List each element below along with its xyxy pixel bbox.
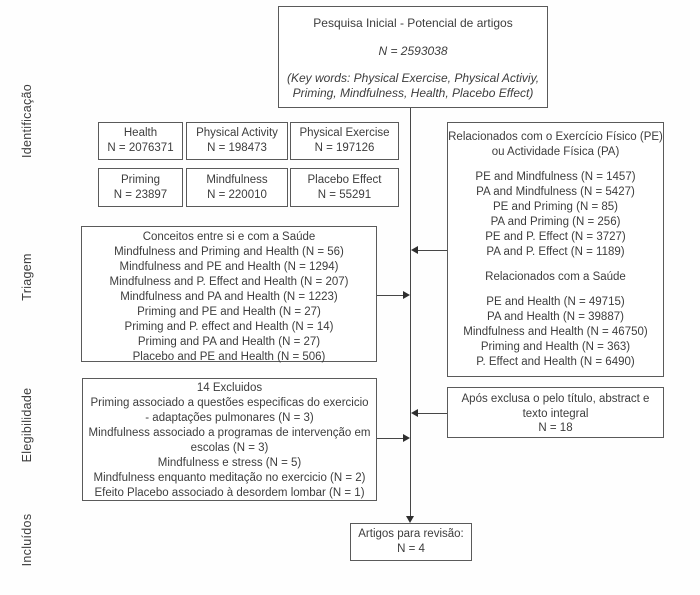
excluidos-title: 14 Excluidos (196, 382, 263, 394)
keyword-label: Priming (121, 173, 160, 186)
initial-search-box: Pesquisa Inicial - Potencial de artigos … (278, 6, 548, 108)
conceitos-saude-box: Conceitos entre si e com a Saúde Mindful… (81, 226, 377, 363)
initial-search-title: Pesquisa Inicial - Potencial de artigos (313, 16, 513, 30)
excluidos-line: Mindfulness e stress (N = 5) (157, 457, 302, 469)
conceitos-line: Priming and PE and Health (N = 27) (137, 306, 321, 318)
arrowhead-left-from-related-box (411, 246, 418, 254)
connector-apos-to-main-line (413, 413, 447, 414)
arrowhead-left-from-apos-box (411, 409, 418, 417)
conceitos-line: Mindfulness and PE and Health (N = 1294) (119, 261, 339, 273)
apos-exclusao-box: Após exclusa o pelo título, abstract e t… (447, 387, 664, 438)
final-review-n: N = 4 (397, 543, 425, 555)
related-line: PE and Priming (N = 85) (493, 201, 618, 213)
related-line: PA and Mindfulness (N = 5427) (476, 186, 635, 198)
excluidos-line: Priming associado a questões especificas… (90, 397, 369, 424)
related-line: PA and Priming (N = 256) (490, 216, 621, 228)
conceitos-line: Mindfulness and P. Effect and Health (N … (109, 276, 349, 288)
related-saude-line: Priming and Health (N = 363) (480, 341, 631, 353)
initial-search-n: N = 2593038 (378, 44, 448, 58)
keyword-box-mindfulness: Mindfulness N = 220010 (186, 168, 288, 207)
connector-conceitos-to-main-line (377, 295, 404, 296)
related-saude-line: P. Effect and Health (N = 6490) (476, 356, 635, 368)
related-saude-title: Relacionados com a Saúde (485, 271, 626, 283)
keyword-box-priming: Priming N = 23897 (98, 168, 183, 207)
conceitos-line: Priming and PA and Health (N = 27) (137, 336, 321, 348)
keyword-box-physical-activity: Physical Activity N = 198473 (186, 122, 288, 160)
keyword-label: Placebo Effect (307, 173, 382, 186)
excluidos-line: Mindfulness associado a programas de int… (88, 427, 371, 454)
keyword-label: Mindfulness (206, 173, 268, 186)
related-line: PE and P. Effect (N = 3727) (485, 231, 626, 243)
connector-excluidos-to-main-line (377, 438, 404, 439)
related-saude-line: PE and Health (N = 49715) (486, 296, 625, 308)
stage-label-triagem: Triagem (20, 253, 34, 301)
keyword-n: N = 197126 (314, 142, 375, 154)
keyword-n: N = 23897 (113, 188, 168, 201)
keyword-label: Physical Exercise (299, 127, 390, 139)
stage-label-incluidos: Incluídos (20, 513, 34, 567)
excluidos-box: 14 Excluidos Priming associado a questõe… (82, 378, 377, 501)
keyword-n: N = 220010 (207, 188, 267, 201)
apos-exclusao-text: Após exclusa o pelo título, abstract e t… (461, 393, 650, 420)
keyword-n: N = 2076371 (107, 142, 174, 154)
arrowhead-right-from-conceitos-box (403, 291, 410, 299)
related-saude-line: Mindfulness and Health (N = 46750) (463, 326, 648, 338)
related-title: Relacionados com o Exercício Físico (PE)… (448, 131, 663, 158)
keyword-n: N = 198473 (207, 142, 267, 154)
keyword-box-health: Health N = 2076371 (98, 122, 183, 160)
related-line: PE and Mindfulness (N = 1457) (475, 171, 636, 183)
related-pe-pa-box: Relacionados com o Exercício Físico (PE)… (447, 122, 664, 377)
keyword-box-physical-exercise: Physical Exercise N = 197126 (290, 122, 399, 160)
arrowhead-down-to-final-box (406, 516, 414, 523)
stage-label-elegibilidade: Elegibilidade (20, 387, 34, 463)
keyword-n: N = 55291 (317, 188, 372, 201)
connector-related-to-main-line (413, 250, 447, 251)
excluidos-line: Mindfulness enquanto meditação no exerci… (93, 472, 366, 484)
keyword-label: Physical Activity (196, 127, 278, 139)
final-review-title: Artigos para revisão: (358, 528, 464, 540)
main-vertical-connector-line (410, 108, 411, 516)
initial-search-keywords: (Key words: Physical Exercise, Physical … (286, 71, 540, 100)
keyword-label: Health (123, 127, 158, 139)
keyword-box-placebo-effect: Placebo Effect N = 55291 (290, 168, 399, 207)
conceitos-line: Mindfulness and PA and Health (N = 1223) (120, 291, 338, 303)
excluidos-line: Efeito Placebo associado à desordem lomb… (94, 487, 365, 499)
related-saude-line: PA and Health (N = 39887) (487, 311, 624, 323)
stage-label-identificacao: Identificação (20, 83, 34, 159)
conceitos-line: Placebo and PE and Health (N = 506) (132, 351, 326, 363)
conceitos-line: Mindfulness and Priming and Health (N = … (114, 246, 344, 258)
conceitos-line: Priming and P. effect and Health (N = 14… (124, 321, 334, 333)
related-line: PA and P. Effect (N = 1189) (486, 246, 625, 258)
conceitos-title: Conceitos entre si e com a Saúde (142, 231, 316, 243)
apos-exclusao-n: N = 18 (538, 422, 573, 434)
final-review-box: Artigos para revisão: N = 4 (350, 523, 472, 561)
arrowhead-right-from-excluidos-box (403, 434, 410, 442)
